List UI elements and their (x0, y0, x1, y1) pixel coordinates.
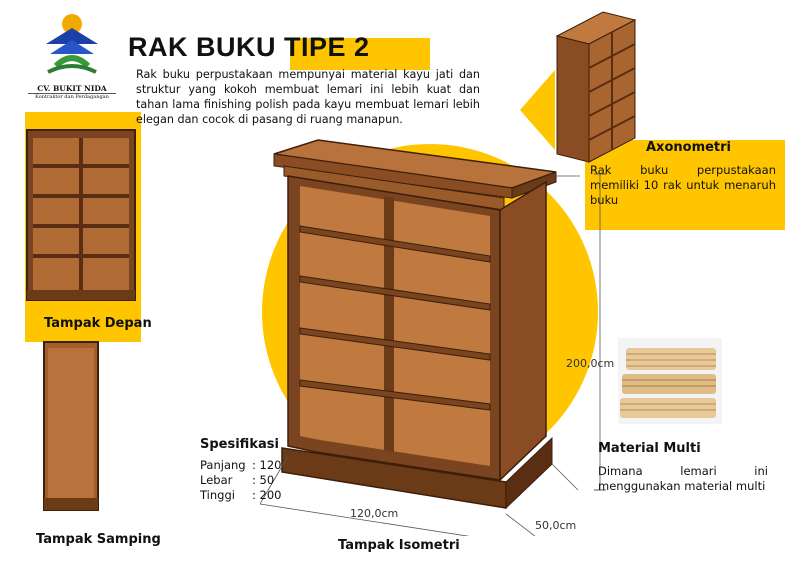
spec-row: Panjang : 120 (200, 458, 281, 473)
material-sample-image (618, 338, 722, 424)
spec-label: Tinggi (200, 488, 235, 502)
spec-label: Panjang (200, 458, 246, 472)
logo-tagline: Kontraktor dan Perdagangan (28, 93, 116, 100)
isometric-label: Tampak Isometri (338, 538, 460, 553)
spec-title: Spesifikasi (200, 437, 279, 452)
axonometric-title: Axonometri (646, 140, 732, 155)
specifications: Spesifikasi Panjang : 120 Lebar : 50 Tingg… (200, 437, 281, 503)
axonometric-drawing (555, 11, 637, 163)
spec-row: Tinggi : 200 (200, 488, 281, 503)
description-text: Rak buku perpustakaan mempunyai material… (136, 68, 480, 126)
front-view-label: Tampak Depan (44, 316, 152, 331)
side-view-label: Tampak Samping (36, 532, 161, 547)
side-view-drawing (43, 341, 99, 511)
spec-value: : 120 (252, 458, 282, 472)
depth-dimension: 50,0cm (535, 519, 577, 532)
spec-value: : 50 (252, 473, 275, 487)
accent-block-axo (585, 140, 785, 230)
front-view-drawing (26, 129, 136, 301)
page-title: RAK BUKU TIPE 2 (128, 32, 370, 62)
material-text: Dimana lemari ini menggunakan material m… (598, 464, 768, 493)
spec-value: : 200 (252, 488, 282, 502)
height-dimension-line (594, 173, 606, 491)
width-dimension: 120,0cm (350, 507, 399, 520)
accent-bar-title (290, 38, 430, 70)
isometric-drawing (260, 139, 580, 536)
material-title: Material Multi (598, 441, 701, 456)
height-dimension: 200,0cm (566, 357, 615, 370)
axonometric-text: Rak buku perpustakaan memiliki 10 rak un… (590, 163, 776, 207)
company-logo: CV. BUKIT NIDA Kontraktor dan Perdaganga… (28, 10, 116, 100)
spec-label: Lebar (200, 473, 233, 487)
spec-row: Lebar : 50 (200, 473, 281, 488)
logo-company: CV. BUKIT NIDA (37, 84, 107, 93)
